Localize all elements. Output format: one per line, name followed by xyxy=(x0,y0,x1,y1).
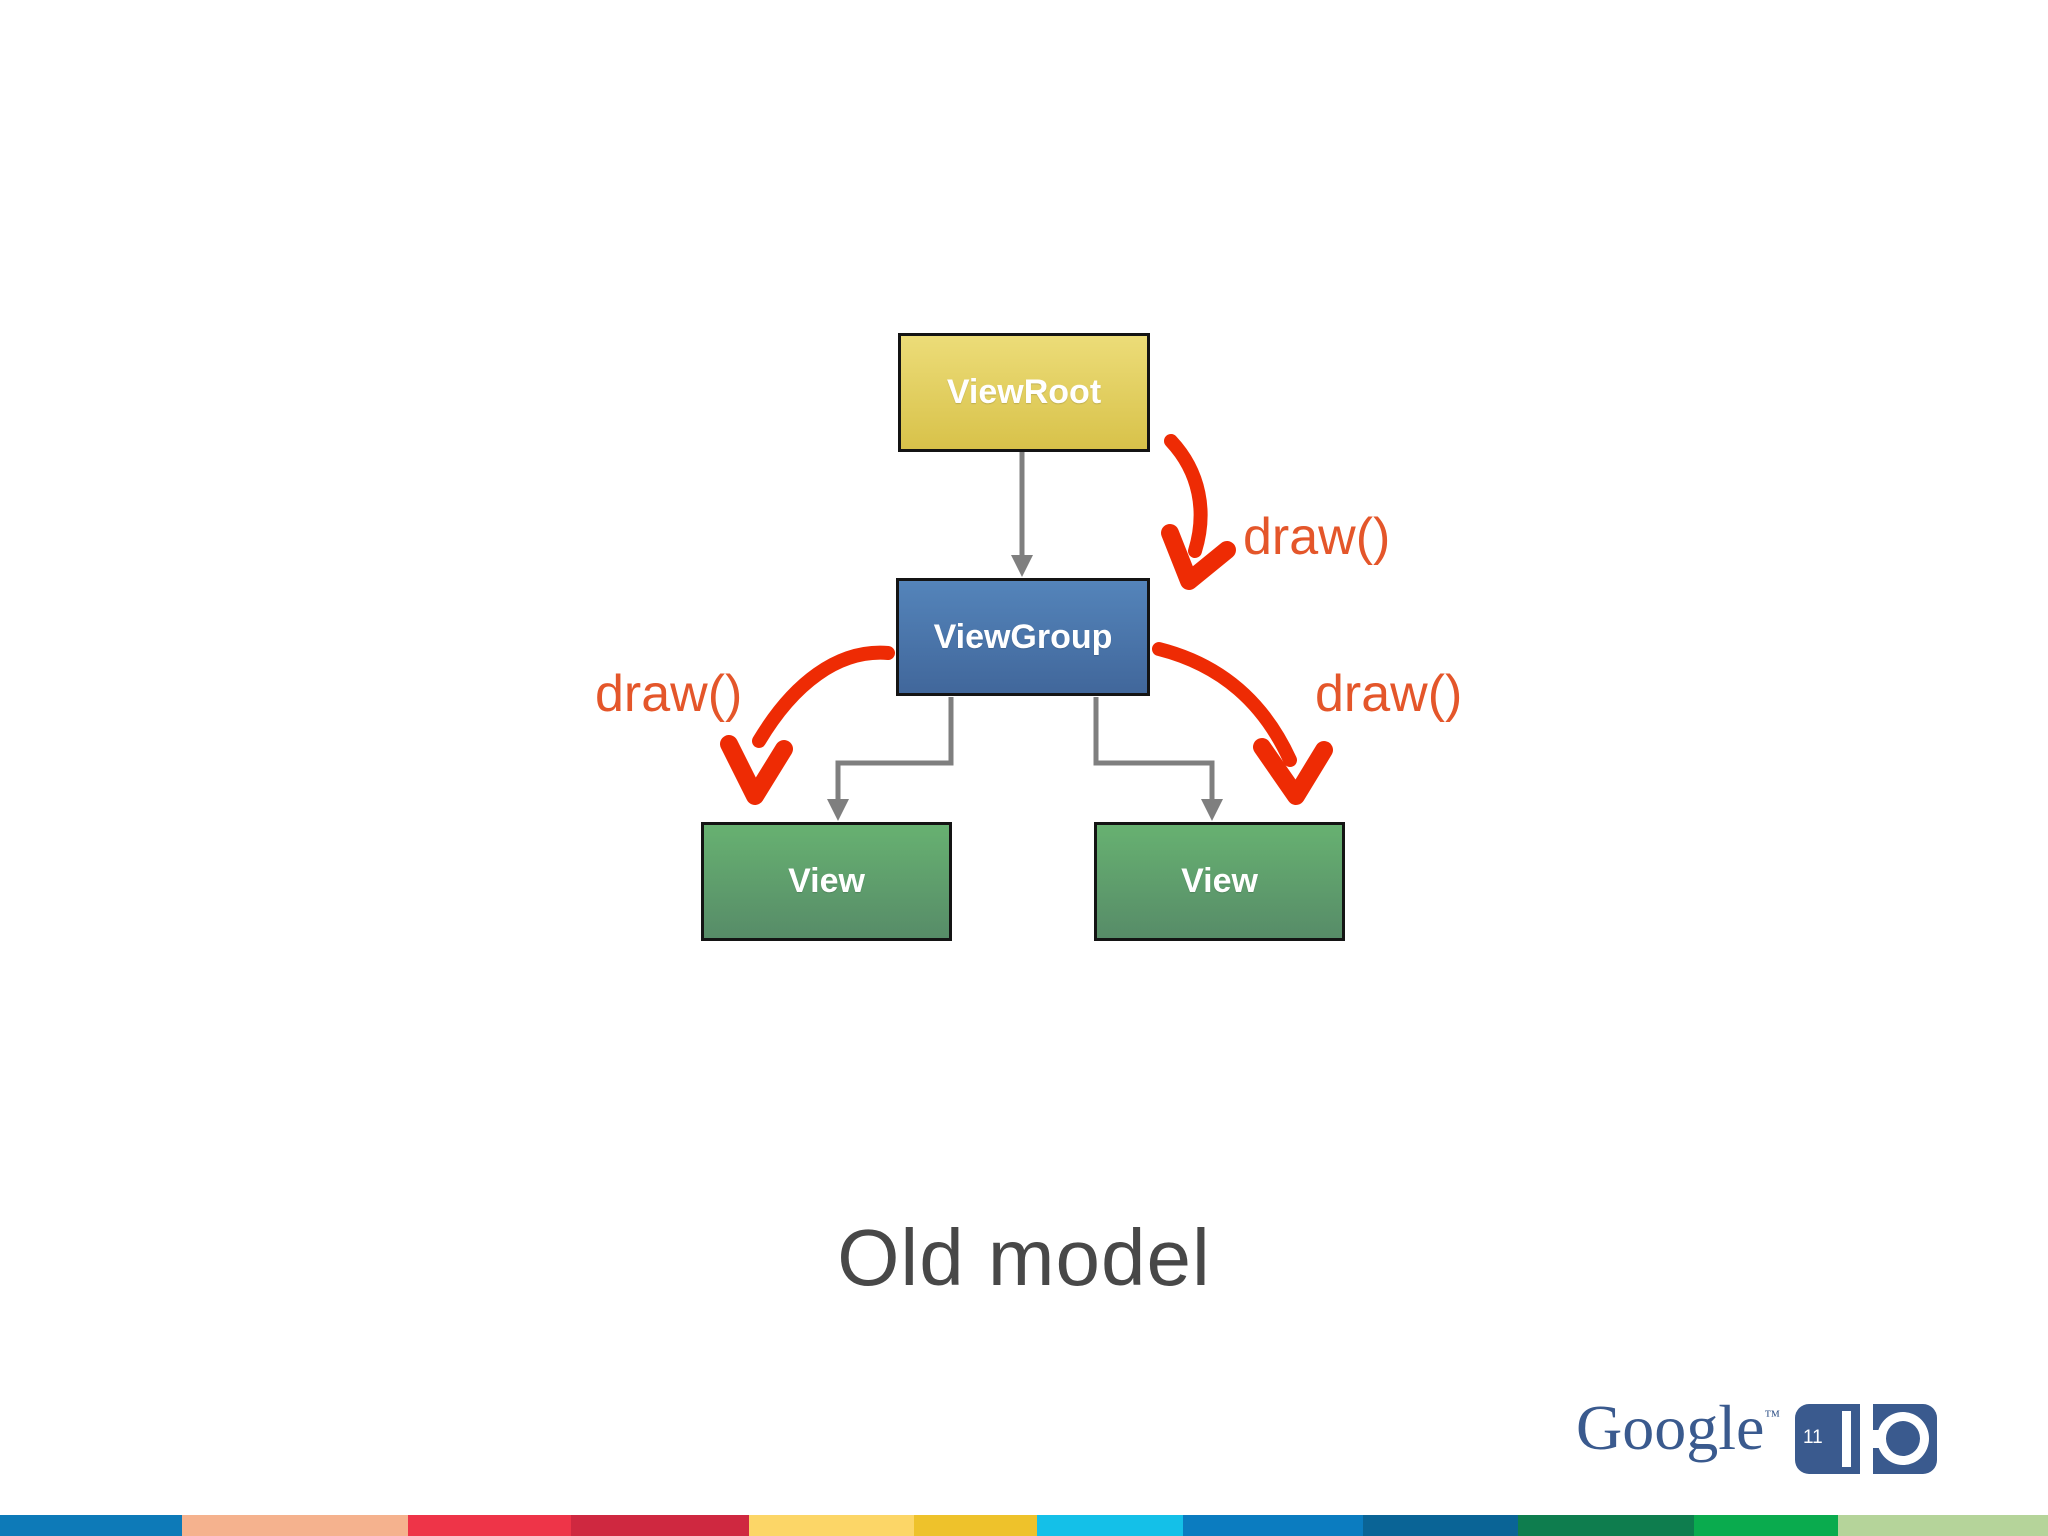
stripe-segment xyxy=(1037,1515,1183,1536)
arrowhead-viewroot-viewgroup xyxy=(1011,555,1033,577)
io-text: IO xyxy=(1873,1404,1874,1405)
stripe-segment xyxy=(182,1515,408,1536)
connector-viewgroup-right-view xyxy=(1093,697,1215,799)
node-viewroot: ViewRoot xyxy=(898,333,1150,452)
footer-color-stripe xyxy=(0,1515,2048,1536)
google-io-logo: Google™ 11 IO xyxy=(1576,1396,1976,1486)
slide-title: Old model xyxy=(837,1213,1211,1302)
node-view-left-label: View xyxy=(788,862,865,900)
node-view-right-label: View xyxy=(1181,862,1258,900)
io-logo-left-block: 11 xyxy=(1795,1404,1860,1474)
node-view-right: View xyxy=(1094,822,1345,941)
draw-annotation-right: draw() xyxy=(1315,665,1463,723)
io-letter-o-ring xyxy=(1877,1412,1929,1465)
node-viewroot-label: ViewRoot xyxy=(946,373,1102,411)
arrowhead-left-view xyxy=(827,799,849,821)
google-wordmark-text: Google xyxy=(1576,1392,1765,1463)
google-wordmark: Google™ xyxy=(1576,1396,1780,1460)
stripe-segment xyxy=(1518,1515,1694,1536)
io-year-label: 11 xyxy=(1803,1427,1823,1448)
stripe-segment xyxy=(914,1515,1037,1536)
red-arrow-viewroot-to-viewgroup xyxy=(1161,434,1236,590)
red-arrow-viewgroup-to-right-view xyxy=(1152,642,1333,805)
trademark-symbol: ™ xyxy=(1764,1408,1781,1425)
stripe-segment xyxy=(0,1515,182,1536)
stripe-segment xyxy=(1838,1515,2048,1536)
connector-viewgroup-left-view xyxy=(835,697,954,799)
red-arrow-viewgroup-to-left-view xyxy=(720,645,895,805)
io-letter-i-bar xyxy=(1842,1411,1851,1467)
stripe-segment xyxy=(749,1515,914,1536)
node-viewgroup: ViewGroup xyxy=(896,578,1150,696)
arrowhead-right-view xyxy=(1201,799,1223,821)
draw-annotation-top-right: draw() xyxy=(1243,508,1391,566)
node-view-left: View xyxy=(701,822,952,941)
stripe-segment xyxy=(1183,1515,1363,1536)
io-logo-right-block: IO xyxy=(1873,1404,1937,1474)
stripe-segment xyxy=(408,1515,571,1536)
stripe-segment xyxy=(571,1515,749,1536)
draw-annotation-left: draw() xyxy=(595,665,743,723)
stripe-segment xyxy=(1694,1515,1838,1536)
node-viewgroup-label: ViewGroup xyxy=(933,617,1113,656)
stripe-segment xyxy=(1363,1515,1518,1536)
